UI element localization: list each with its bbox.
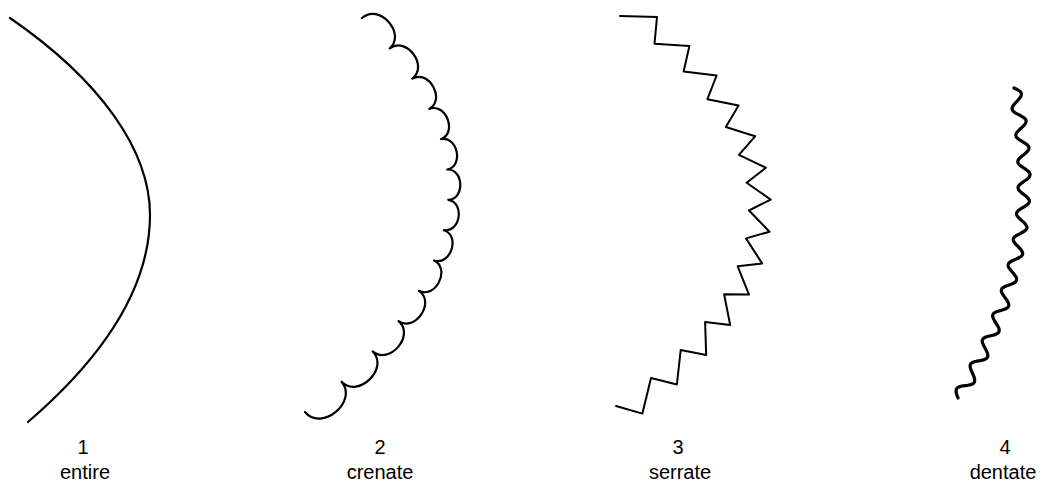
figure-number: 2 bbox=[374, 436, 385, 458]
crenate-margin bbox=[305, 14, 460, 419]
margin-name: serrate bbox=[649, 461, 711, 483]
figure-number: 3 bbox=[672, 436, 683, 458]
figure-number: 4 bbox=[999, 436, 1010, 458]
entire-margin bbox=[10, 18, 150, 422]
serrate-margin bbox=[616, 16, 771, 414]
margin-name: dentate bbox=[970, 461, 1037, 483]
dentate-margin bbox=[956, 88, 1030, 398]
margin-name: entire bbox=[60, 461, 110, 483]
figure-number: 1 bbox=[77, 436, 88, 458]
margin-name: crenate bbox=[347, 461, 414, 483]
